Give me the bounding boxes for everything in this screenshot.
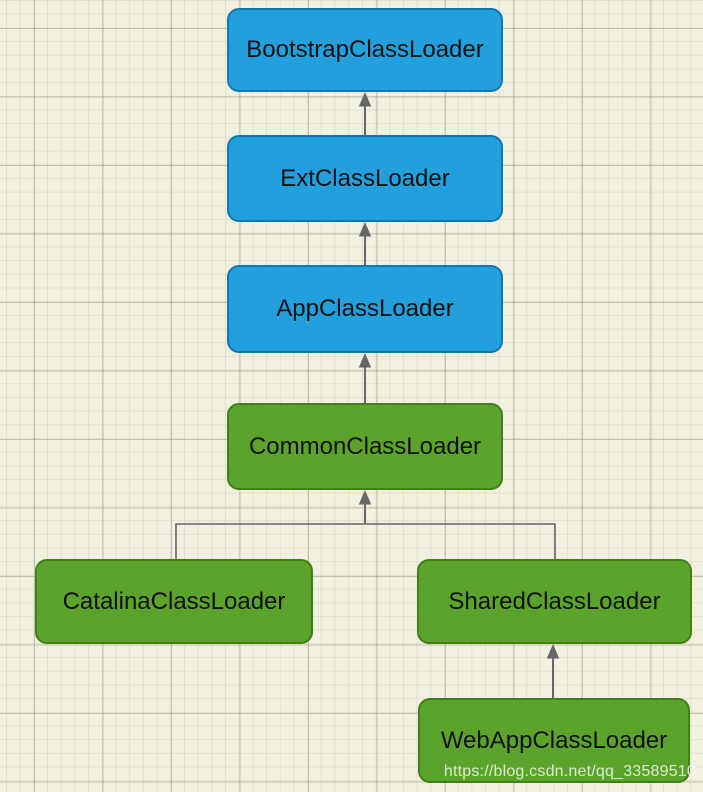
node-shared-classloader: SharedClassLoader: [417, 559, 692, 644]
node-bootstrap-classloader: BootstrapClassLoader: [227, 8, 503, 92]
node-ext-classloader: ExtClassLoader: [227, 135, 503, 222]
arrow-webapp-to-shared: [546, 644, 560, 698]
node-label: AppClassLoader: [276, 295, 454, 322]
node-app-classloader: AppClassLoader: [227, 265, 503, 353]
node-label: WebAppClassLoader: [440, 726, 668, 754]
node-label: CatalinaClassLoader: [62, 587, 286, 615]
node-label: ExtClassLoader: [280, 164, 450, 192]
watermark-url: https://blog.csdn.net/qq_33589510: [443, 763, 696, 780]
node-webapp-classloader: WebAppClassLoader: [418, 698, 690, 783]
fork-connector-catalina-shared: [175, 523, 556, 559]
arrow-fork-to-common: [358, 490, 372, 524]
node-label: SharedClassLoader: [448, 587, 661, 615]
arrow-ext-to-bootstrap: [358, 92, 372, 135]
node-label: BootstrapClassLoader: [246, 36, 484, 63]
node-catalina-classloader: CatalinaClassLoader: [35, 559, 313, 644]
node-common-classloader: CommonClassLoader: [227, 403, 503, 490]
node-label: CommonClassLoader: [248, 432, 482, 460]
arrow-common-to-app: [358, 353, 372, 403]
arrow-app-to-ext: [358, 222, 372, 265]
